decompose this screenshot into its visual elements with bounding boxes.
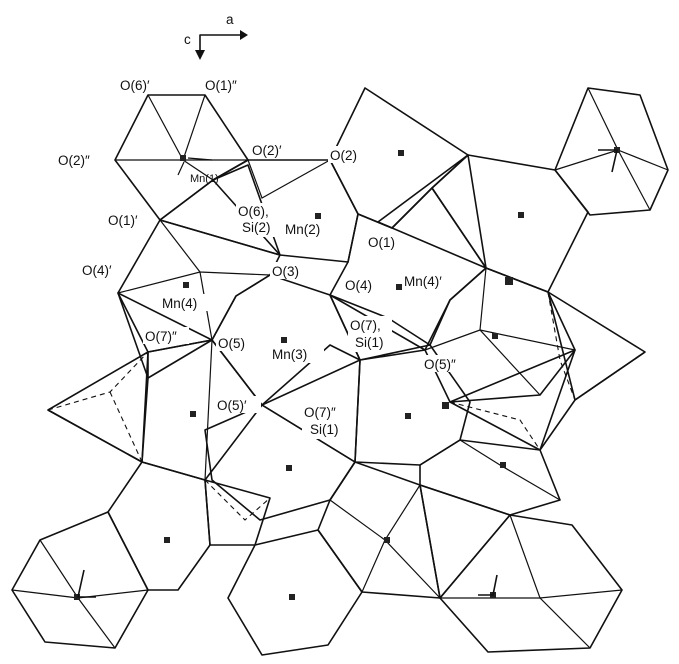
tetrahedron-far-left: [48, 352, 148, 462]
shaded-octahedra: [108, 88, 588, 655]
label-si2: Si(2): [242, 220, 271, 235]
c-axis-label: c: [184, 32, 191, 47]
a-axis-arrow-icon: [240, 30, 248, 40]
label-si1: Si(1): [355, 335, 384, 350]
octahedron-center-lower: [318, 462, 440, 598]
label-o4: O(4): [345, 278, 372, 293]
label-o5-prime: O(5)′: [217, 398, 247, 413]
c-axis-arrow-icon: [195, 50, 205, 60]
cation-marker: [396, 284, 402, 290]
cation-marker: [183, 282, 189, 288]
cation-marker: [500, 462, 506, 468]
cation-marker: [180, 155, 186, 161]
axes-indicator: a c: [184, 12, 248, 60]
cation-marker: [405, 413, 411, 419]
cation-marker: [398, 150, 404, 156]
orientation-ticks: [78, 150, 617, 597]
cation-marker: [164, 537, 170, 543]
cation-marker: [190, 411, 196, 417]
cation-marker: [289, 594, 295, 600]
cation-marker: [315, 213, 321, 219]
label-o3: O(3): [272, 264, 299, 279]
cation-marker: [492, 333, 498, 339]
label-o7: O(7),: [350, 318, 381, 333]
label-o1-prime: O(1)′: [108, 213, 138, 228]
label-mn4: Mn(4): [162, 296, 197, 311]
octahedron-bottom-right: [440, 515, 622, 652]
label-o7-double-prime-2: O(7)″: [304, 405, 336, 420]
cation-marker: [505, 277, 513, 285]
tetrahedron-top-right: [378, 155, 486, 268]
octahedron-mn4: [118, 220, 280, 352]
label-o5-double-prime: O(5)″: [424, 357, 456, 372]
label-o1-double-prime: O(1)″: [205, 78, 237, 93]
hatched-tetrahedra: [48, 155, 645, 598]
label-mn4-prime: Mn(4)′: [404, 274, 442, 289]
shaded-octahedron-bottom: [228, 530, 362, 655]
label-o6: O(6),: [238, 204, 269, 219]
octahedron-mn2: [213, 160, 358, 262]
label-o1: O(1): [368, 235, 395, 250]
label-o6-prime: O(6)′: [120, 78, 150, 93]
cation-marker: [286, 465, 292, 471]
a-axis-label: a: [226, 12, 234, 27]
atom-labels: O(6)′ O(1)″ O(2)″ O(2)′ O(2) Mn(1) O(1)′…: [58, 78, 468, 439]
label-mn2: Mn(2): [285, 222, 320, 237]
label-o2-double-prime: O(2)″: [58, 153, 90, 168]
cation-marker: [281, 337, 287, 343]
label-o2: O(2): [330, 148, 357, 163]
cation-marker: [384, 537, 390, 543]
label-o2-prime: O(2)′: [252, 143, 282, 158]
label-o4-prime: O(4)′: [82, 263, 112, 278]
label-o5: O(5): [218, 336, 245, 351]
shaded-octahedron-lower-left: [108, 462, 210, 590]
label-mn3: Mn(3): [272, 347, 307, 362]
octahedron-right-lower: [420, 440, 560, 515]
label-mn1: Mn(1): [190, 173, 219, 185]
octahedron-bottom-left: [12, 512, 148, 648]
cation-marker: [518, 212, 524, 218]
label-si1-2: Si(1): [310, 422, 339, 437]
cation-marker: [442, 402, 449, 409]
label-o7-double-prime: O(7)″: [145, 329, 177, 344]
